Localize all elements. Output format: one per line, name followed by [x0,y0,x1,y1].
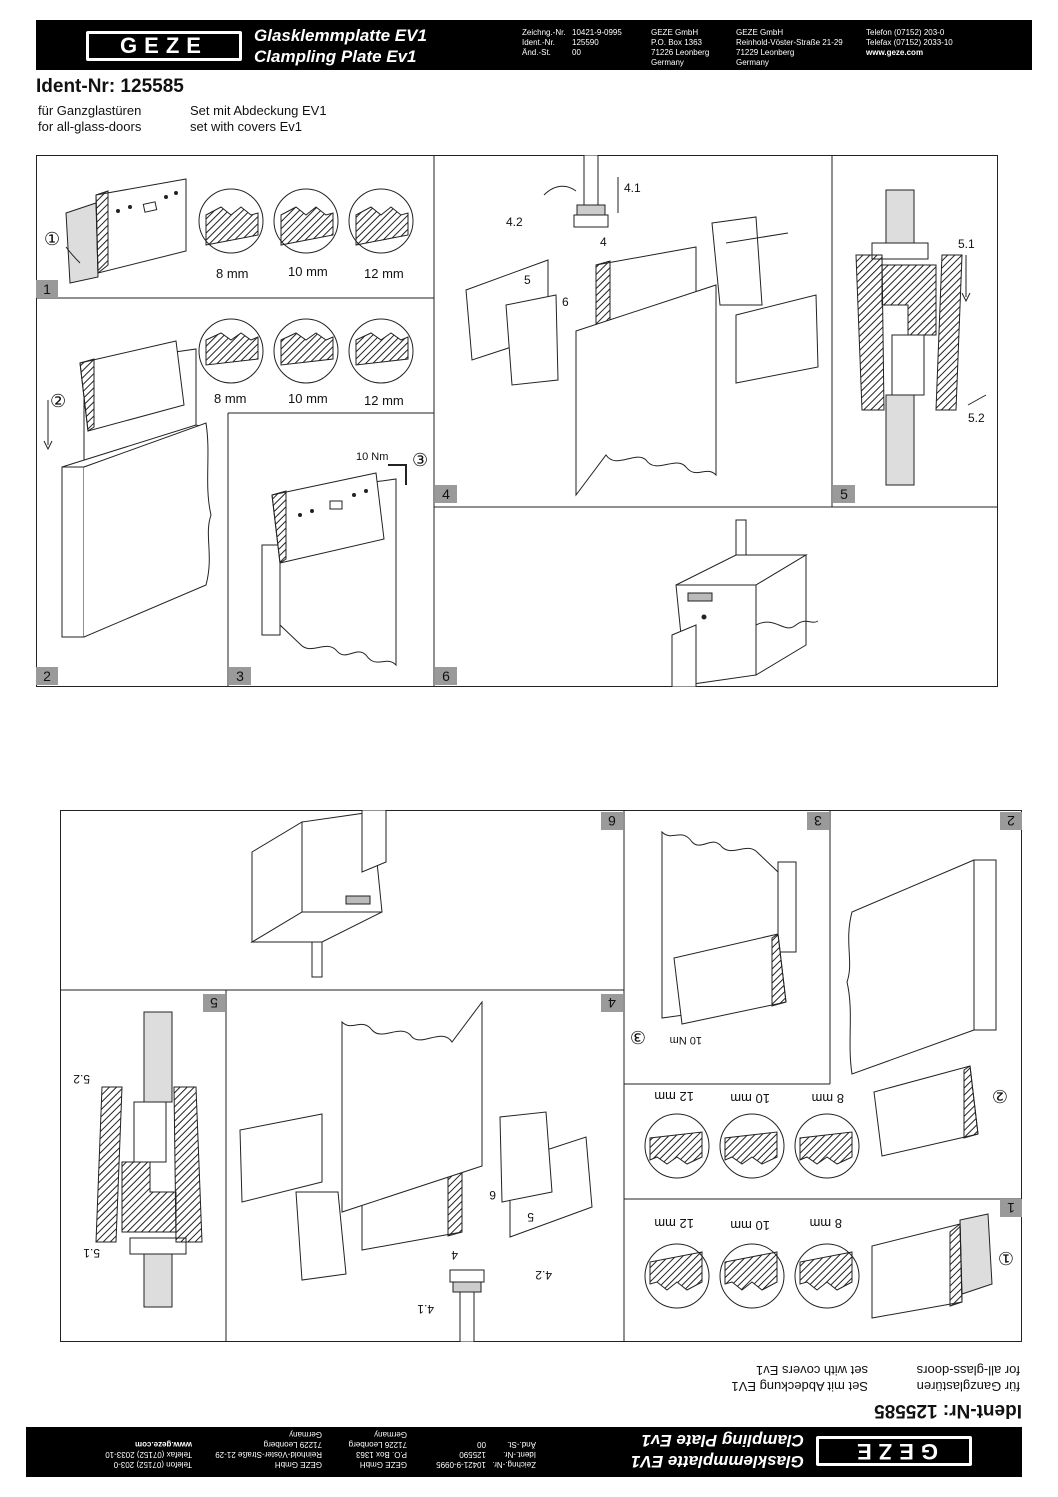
size-label-8mm-2: 8 mm [214,391,247,406]
panel-3-drawing [261,464,407,667]
size-label-12mm-2: 12 mm [364,393,404,408]
torque-label-rotated: 10 Nm [669,1034,702,1046]
instruction-frame-rotated: 1 2 3 4 5 6 8 mm 10 mm 12 mm 8 mm 10 mm … [60,810,1022,1342]
size-label-10mm: 10 mm [288,264,328,279]
ident-number-rotated: Ident-Nr: 125585 [874,1400,1022,1421]
instruction-drawing [36,155,998,687]
sub-step-4: 4 [600,235,607,249]
circled-step-1: ① [44,229,61,249]
sub-step-4-1: 4.1 [624,181,641,195]
circled-step-3-rotated: ③ [629,1027,646,1047]
sub-step-5: 5 [524,273,531,287]
step-number-6-rotated: 6 [601,812,623,830]
title-bar-rotated: GEZE Glasklemmplatte EV1 Clampling Plate… [26,1427,1022,1477]
ident-number: Ident-Nr: 125585 [36,76,184,97]
size-label-10mm-2: 10 mm [288,391,328,406]
title-english-rotated: Clampling Plate Ev1 [641,1431,805,1450]
sub-step-6-rotated: 6 [489,1188,496,1202]
drawing-info: Zeichng.-Nr.10421-9-0995 Ident.-Nr.12559… [522,28,622,57]
circled-step-3: ③ [412,450,429,470]
title-bar: GEZE Glasklemmplatte EV1 Clampling Plate… [36,20,1032,70]
size-label-8mm-2-rotated: 8 mm [811,1091,845,1106]
step-number-4-rotated: 4 [601,994,623,1012]
size-label-10mm-rotated: 10 mm [730,1218,770,1233]
sub-step-4-1-rotated: 4.1 [417,1302,434,1316]
step-number-1: 1 [36,280,58,298]
step-number-2: 2 [36,667,58,685]
size-label-8mm: 8 mm [216,266,249,281]
geze-logo-rotated: GEZE [816,1436,972,1466]
instruction-drawing-rotated [60,810,1022,1342]
step-number-2-rotated: 2 [1000,812,1022,830]
title-german: Glasklemmplatte EV1 [254,26,427,45]
sub-step-6: 6 [562,295,569,309]
panel-5-drawing [855,189,987,486]
top-sheet: GEZE Glasklemmplatte EV1 Clampling Plate… [0,0,1058,748]
size-label-12mm: 12 mm [364,266,404,281]
drawing-info-rotated: Zeichng.-Nr.10421-9-0995 Ident.-Nr.12559… [436,1440,536,1469]
step-number-3-rotated: 3 [807,812,829,830]
geze-logo: GEZE [86,31,242,61]
size-label-12mm-rotated: 12 mm [654,1216,694,1231]
sub-step-5-rotated: 5 [527,1210,534,1224]
sub-step-5-2-rotated: 5.2 [73,1072,90,1086]
instruction-frame: 1 2 3 4 5 6 8 mm 10 mm 12 mm 8 mm 10 mm … [36,155,998,687]
size-label-12mm-2-rotated: 12 mm [654,1089,694,1104]
step-number-5-rotated: 5 [203,994,225,1012]
size-label-10mm-2-rotated: 10 mm [730,1091,770,1106]
circled-step-2-rotated: ② [991,1086,1008,1106]
torque-label: 10 Nm [356,451,389,463]
panel-4-drawing [465,155,819,497]
sub-step-4-2: 4.2 [506,215,523,229]
step-number-1-rotated: 1 [1000,1199,1022,1217]
sub-step-5-1-rotated: 5.1 [83,1246,100,1260]
step-number-4: 4 [435,485,457,503]
circled-step-1-rotated: ① [997,1248,1014,1268]
panel-1-drawing [65,178,414,284]
sub-step-5-2: 5.2 [968,411,985,425]
panel-6-drawing [671,519,819,687]
step-number-3: 3 [229,667,251,685]
title-german-rotated: Glasklemmplatte EV1 [631,1452,804,1471]
step-number-6: 6 [435,667,457,685]
sub-step-4-rotated: 4 [451,1248,458,1262]
title-english: Clampling Plate Ev1 [254,47,417,66]
bottom-sheet-rotated: GEZE Glasklemmplatte EV1 Clampling Plate… [0,749,1058,1497]
circled-step-2: ② [50,391,67,411]
step-number-5: 5 [833,485,855,503]
sub-step-5-1: 5.1 [958,237,975,251]
sub-step-4-2-rotated: 4.2 [535,1268,552,1282]
panel-2-drawing [43,318,414,638]
size-label-8mm-rotated: 8 mm [809,1216,843,1231]
